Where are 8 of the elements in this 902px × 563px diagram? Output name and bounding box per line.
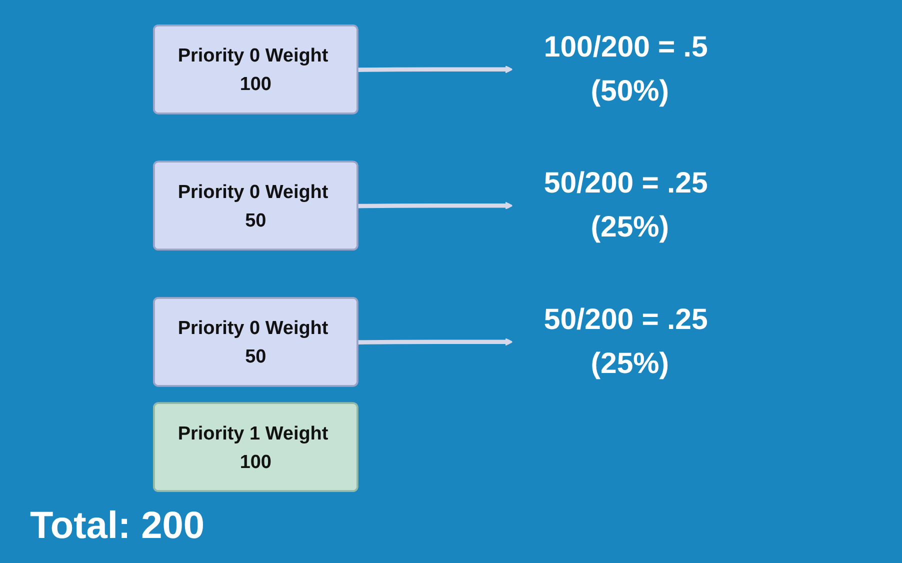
flowchart: Priority 0 Weight 100 100/200 = .5 (50%) Priority 0 Weight 50 50/200 = .25 (25%) Priority 0 Weight 50 50/200 = .25 (25%) Priority 1 Weight 100 <box>147 2 755 498</box>
node-text: 100/200 = .5 (50%) <box>544 30 708 107</box>
arrow <box>358 338 514 346</box>
total-label: Total: 200 <box>30 505 205 548</box>
arrow <box>358 201 514 209</box>
arrow <box>358 65 514 73</box>
node-text: 50/200 = .25 (25%) <box>544 166 708 244</box>
node-text: 50/200 = .25 (25%) <box>544 302 708 380</box>
